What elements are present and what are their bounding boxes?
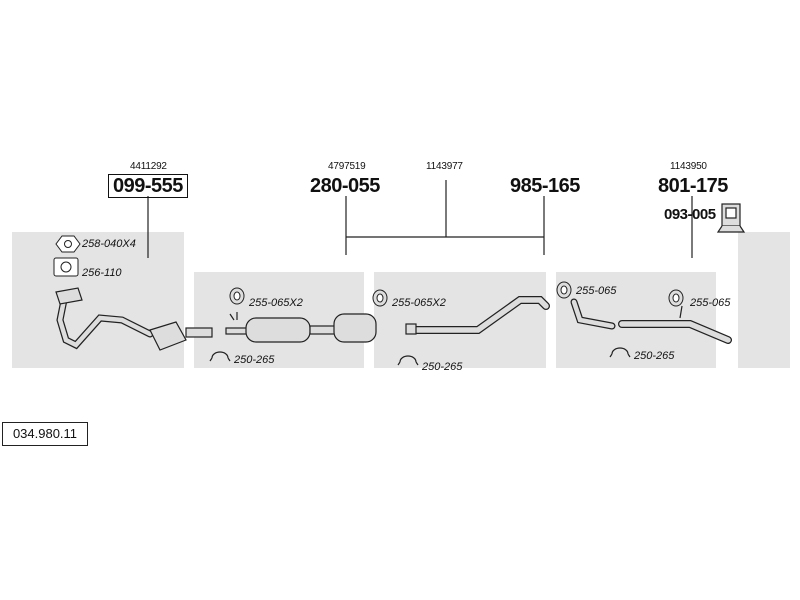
accessory-label-nut: 258-040X4 [82,238,136,250]
background-band-5 [738,232,790,368]
accessory-label-clamp-rear: 250-265 [634,350,675,362]
catalog-number: 034.980.11 [2,422,88,446]
part-number-tail[interactable]: 801-175 [658,175,728,197]
rear-section-pipe [570,298,616,330]
rear-pipe [405,296,550,335]
accessory-label-hanger-rear1: 255-065 [576,285,617,297]
part-number-tail-mount[interactable]: 093-005 [664,206,716,223]
accessory-label-hanger-mid2: 255-065X2 [392,297,446,309]
oem-label-front: 4411292 [130,161,167,172]
part-number-front[interactable]: 099-555 [108,174,188,198]
accessory-label-hanger-rear2: 255-065 [690,297,731,309]
oem-label-connector: 1143977 [426,161,463,172]
tail-pipe [618,305,732,344]
part-number-middle[interactable]: 280-055 [310,175,380,197]
middle-silencers [225,312,377,343]
hanger-icons [229,281,684,307]
background-band-1 [12,232,184,368]
clamp-icons [209,347,631,366]
oem-label-tail: 1143950 [670,161,707,172]
part-number-rear-pipe[interactable]: 985-165 [510,175,580,197]
accessory-label-clamp-mid2: 250-265 [422,361,463,373]
background-band-3 [374,272,546,368]
accessory-label-gasket: 256-110 [82,267,122,279]
oem-label-middle: 4797519 [328,161,366,172]
front-pipe-with-catalyst [55,287,213,351]
tail-mount-icon [716,203,746,233]
accessory-label-clamp-mid1: 250-265 [234,354,275,366]
accessory-label-hanger-mid1: 255-065X2 [249,297,303,309]
